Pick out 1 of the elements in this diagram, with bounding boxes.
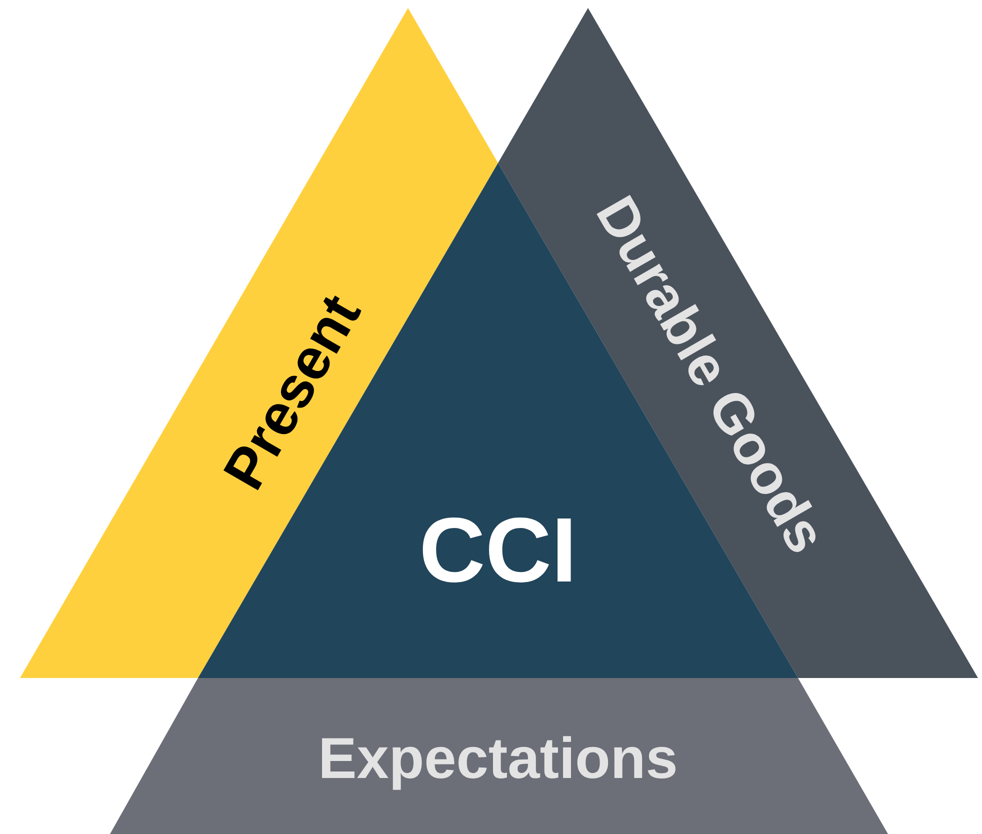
base-band: Expectations	[110, 678, 888, 834]
